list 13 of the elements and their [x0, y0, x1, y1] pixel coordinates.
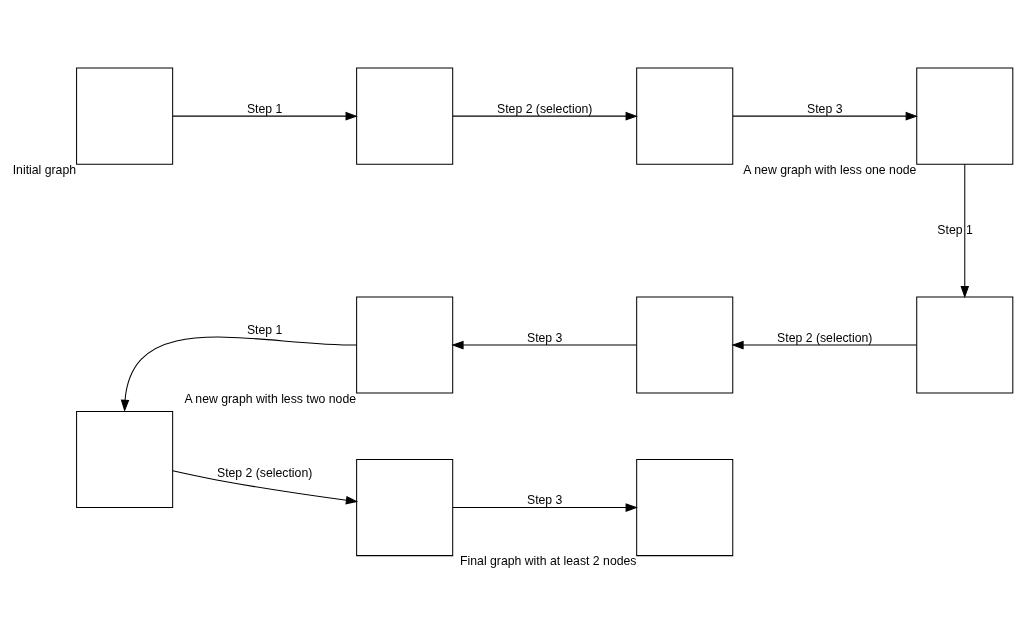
node-label: A new graph with less two node	[184, 391, 357, 406]
edge-label: Step 1	[937, 222, 973, 237]
node-label: Initial graph	[12, 162, 77, 177]
node-label: A new graph with less one node	[743, 162, 917, 177]
edge-label: Step 3	[807, 101, 843, 116]
edge-label: Step 2 (selection)	[497, 101, 593, 116]
edge-label: Step 3	[526, 492, 563, 507]
edge-label: Step 3	[526, 330, 563, 345]
edge-label: Step 2 (selection)	[216, 465, 313, 480]
node-label: Final graph with at least 2 nodes	[460, 553, 637, 568]
edge-label: Step 1	[246, 322, 283, 337]
edge-label: Step 1	[246, 101, 283, 116]
edge-label: Step 2 (selection)	[777, 330, 873, 345]
